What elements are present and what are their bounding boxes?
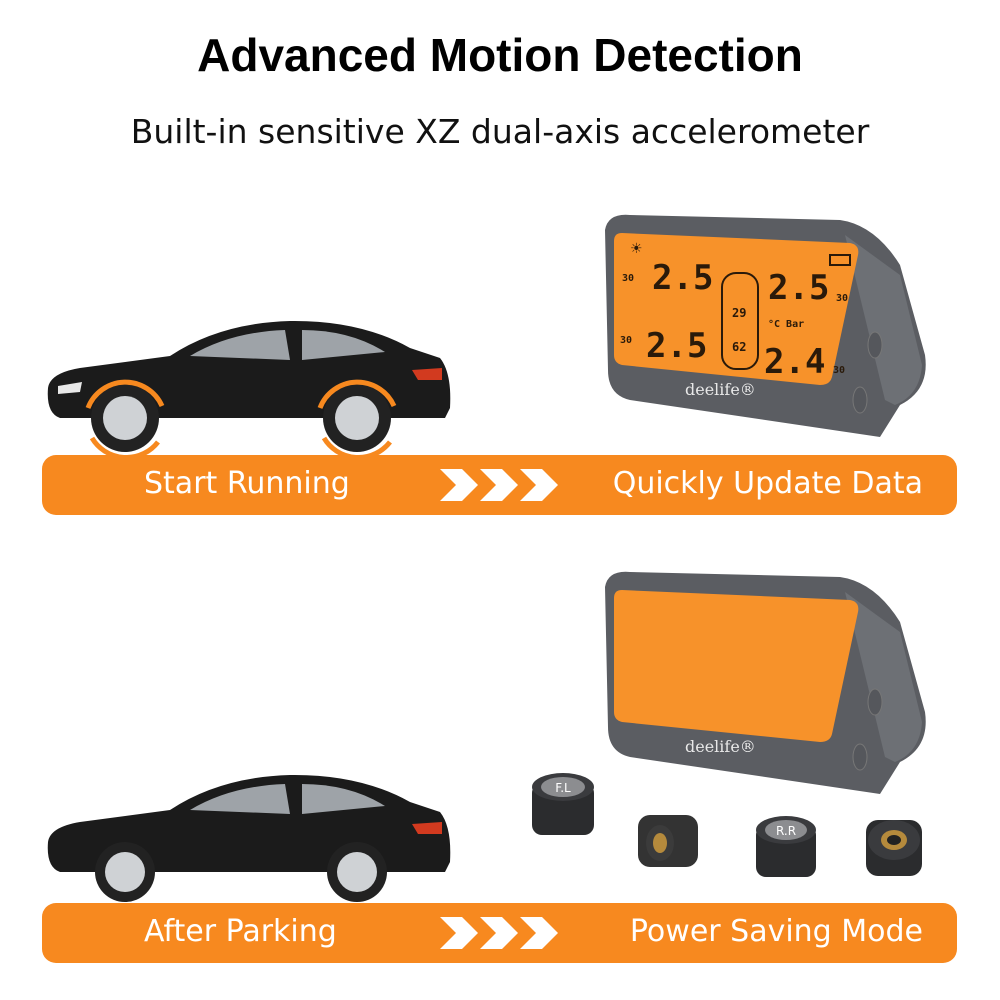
fl-pressure: 2.5 — [652, 258, 713, 298]
rr-pressure: 2.4 — [764, 342, 825, 382]
banner-after-parking: After Parking Power Saving Mode — [42, 903, 957, 963]
units-label: °C Bar — [768, 319, 804, 330]
fl-temp: 30 — [622, 273, 634, 284]
rotation-arrow-icon — [85, 379, 165, 409]
fr-pressure: 2.5 — [768, 268, 829, 308]
triple-chevron-right-icon — [440, 469, 558, 501]
banner-right-label: Power Saving Mode — [629, 914, 923, 949]
rotation-arrow-icon — [317, 379, 397, 409]
lcd-screen-off — [614, 590, 859, 742]
page-subtitle: Built-in sensitive XZ dual-axis accelero… — [130, 112, 870, 151]
sensor-cap — [638, 815, 698, 867]
rr-temp: 30 — [833, 365, 845, 376]
triple-chevron-right-icon — [440, 917, 558, 949]
sensor-label: R.R — [776, 824, 796, 838]
brand-logo: deelife® — [685, 737, 756, 756]
battery-icon — [829, 254, 851, 266]
tire-sensors: F.L R.R — [532, 773, 922, 877]
sensor-cap — [866, 820, 922, 876]
rl-pressure: 2.5 — [646, 326, 707, 366]
lcd-screen — [614, 233, 859, 385]
sensor-cap: R.R — [756, 816, 816, 877]
banner-left-label: After Parking — [144, 914, 337, 949]
fr-temp: 30 — [836, 293, 848, 304]
sensor-label: F.L — [555, 781, 571, 795]
banner-start-running: Start Running Quickly Update Data — [42, 455, 957, 515]
car-parked-image — [47, 774, 451, 902]
center-value: 62 — [732, 340, 746, 354]
tpms-monitor-active: ☀ 2.5 2.5 2.5 2.4 30 30 30 30 29 62 °C B… — [605, 214, 926, 437]
page-title: Advanced Motion Detection — [197, 29, 803, 81]
sun-icon: ☀ — [630, 241, 643, 257]
sensor-cap: F.L — [532, 773, 594, 835]
rl-temp: 30 — [620, 335, 632, 346]
center-temp: 29 — [732, 306, 746, 320]
car-running-image — [47, 320, 451, 458]
car-outline-icon — [721, 272, 759, 370]
brand-logo: deelife® — [685, 380, 756, 399]
tpms-monitor-sleep: deelife® — [605, 571, 926, 794]
banner-right-label: Quickly Update Data — [612, 466, 923, 501]
banner-left-label: Start Running — [144, 466, 350, 501]
